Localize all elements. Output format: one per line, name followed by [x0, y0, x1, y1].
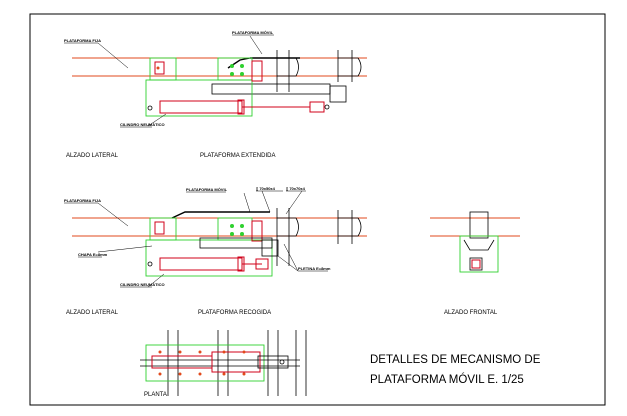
label-side-elevation-1: ALZADO LATERAL: [66, 153, 119, 159]
label-plate: PLETINA E=8mm: [298, 266, 331, 271]
label-front-elevation: ALZADO FRONTAL: [444, 310, 498, 316]
title-line-1: DETALLES DE MECANISMO DE: [370, 354, 541, 366]
view-retracted: [72, 190, 367, 288]
label-fixed-platform-2: PLATAFORMA FIJA: [64, 198, 101, 203]
label-plan: PLANTA: [144, 392, 167, 398]
label-profile-1: ▯ 70x50x4: [256, 186, 276, 191]
label-moving-platform-1: PLATAFORMA MÓVIL: [232, 30, 274, 35]
label-moving-platform-2: PLATAFORMA MÓVIL: [186, 187, 228, 192]
view-front: [430, 211, 520, 273]
label-retracted: PLATAFORMA RECOGIDA: [198, 310, 271, 316]
label-fixed-platform-1: PLATAFORMA FIJA: [64, 38, 101, 43]
label-side-elevation-2: ALZADO LATERAL: [66, 310, 119, 316]
title-line-2: PLATAFORMA MÓVIL E. 1/25: [370, 373, 524, 386]
label-sheet: CHAPA E=8mm: [78, 252, 108, 257]
label-extended: PLATAFORMA EXTENDIDA: [200, 153, 275, 159]
sheet-border: [29, 13, 606, 406]
label-cylinder-1: CILINDRO NEUMÁTICO: [120, 122, 165, 127]
label-profile-2: ▯ 70x70x4: [286, 186, 306, 191]
view-extended: [72, 35, 367, 127]
label-cylinder-2: CILINDRO NEUMÁTICO: [120, 282, 165, 287]
view-plan: [140, 330, 307, 396]
